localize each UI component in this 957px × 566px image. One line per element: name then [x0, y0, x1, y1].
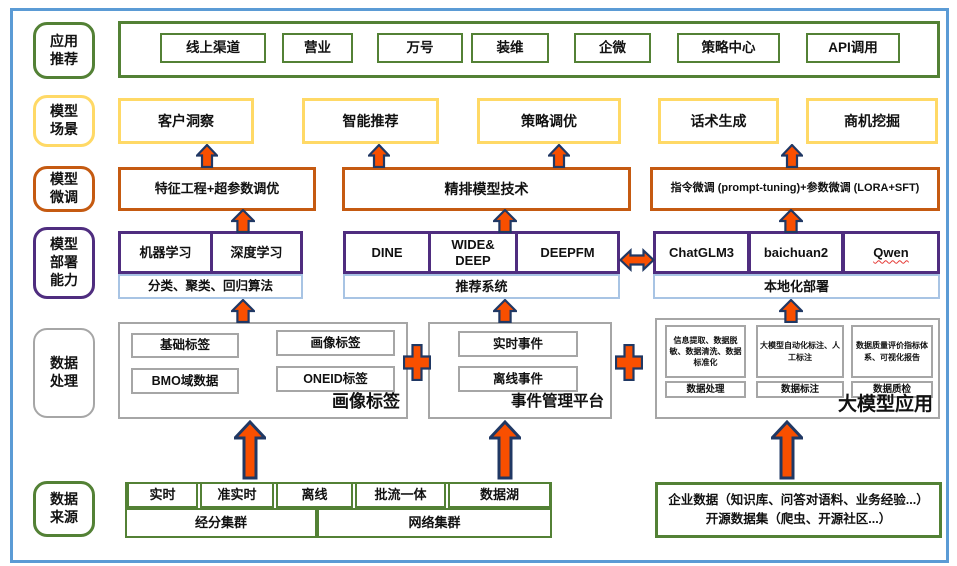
source-cluster-network: 网络集群 — [317, 508, 552, 538]
up-arrow-icon — [368, 144, 390, 168]
scene-script-generation: 话术生成 — [658, 98, 779, 144]
profile-bmo-data: BMO域数据 — [131, 368, 239, 394]
finetune-prompt-lora-sft: 指令微调 (prompt-tuning)+参数微调 (LORA+SFT) — [650, 167, 940, 211]
app-item-wanhao: 万号 — [377, 33, 463, 63]
event-platform-group — [428, 322, 612, 419]
up-arrow-icon — [489, 420, 521, 480]
up-arrow-icon — [493, 299, 517, 323]
row-label-deploy: 模型 部署 能力 — [33, 227, 95, 299]
finetune-ranking-model: 精排模型技术 — [342, 167, 631, 211]
plus-icon — [615, 344, 643, 381]
profile-tags-group — [118, 322, 408, 419]
up-arrow-icon — [781, 144, 803, 168]
scene-customer-insight: 客户洞察 — [118, 98, 254, 144]
source-mode-offline: 离线 — [276, 482, 353, 508]
llm-card-annotation-caption: 数据标注 — [756, 381, 844, 398]
deploy-deep-learning: 深度学习 — [210, 231, 303, 274]
row-label-processing: 数据 处理 — [33, 328, 95, 418]
plus-icon — [403, 344, 431, 381]
scene-smart-recommend: 智能推荐 — [302, 98, 439, 144]
source-mode-batch-stream: 批流一体 — [355, 482, 446, 508]
llm-card-processing-text: 信息提取、数据脱敏、数据清洗、数据标准化 — [665, 325, 746, 378]
profile-group-label: 画像标签 — [332, 392, 400, 411]
double-arrow-icon — [619, 247, 655, 273]
llm-card-quality-caption: 数据质检 — [851, 381, 933, 398]
deploy-machine-learning: 机器学习 — [118, 231, 213, 274]
deploy-chatglm3: ChatGLM3 — [653, 231, 750, 274]
event-group-label: 事件管理平台 — [510, 393, 604, 410]
deploy-rec-caption: 推荐系统 — [343, 274, 620, 299]
profile-oneid-tags: ONEID标签 — [276, 366, 395, 392]
scene-opportunity-mining: 商机挖掘 — [806, 98, 938, 144]
row-label-scene: 模型 场景 — [33, 95, 95, 147]
up-arrow-icon — [231, 209, 255, 233]
up-arrow-icon — [234, 420, 266, 480]
app-layer-container — [118, 21, 940, 78]
deploy-qwen: Qwen — [842, 231, 940, 274]
app-item-online-channel: 线上渠道 — [160, 33, 266, 63]
up-arrow-icon — [771, 420, 803, 480]
event-offline: 离线事件 — [458, 366, 578, 392]
up-arrow-icon — [548, 144, 570, 168]
llm-card-quality-text: 数据质量评价指标体系、可视化报告 — [851, 325, 933, 378]
up-arrow-icon — [231, 299, 255, 323]
source-mode-near-realtime: 准实时 — [200, 482, 274, 508]
diagram-frame — [10, 8, 949, 563]
source-cluster-jingfen: 经分集群 — [125, 508, 317, 538]
source-enterprise-data: 企业数据（知识库、问答对语料、业务经验...） 开源数据集（爬虫、开源社区...… — [655, 482, 942, 538]
row-label-source: 数据 来源 — [33, 481, 95, 537]
llm-card-annotation-text: 大模型自动化标注、人工标注 — [756, 325, 844, 378]
app-item-strategy-center: 策略中心 — [677, 33, 780, 63]
app-item-wecom: 企微 — [574, 33, 651, 63]
deploy-llm-caption: 本地化部署 — [653, 274, 940, 299]
deploy-dine: DINE — [343, 231, 431, 274]
up-arrow-icon — [493, 209, 517, 233]
up-arrow-icon — [196, 144, 218, 168]
deploy-ml-caption: 分类、聚类、回归算法 — [118, 274, 303, 299]
row-label-app: 应用 推荐 — [33, 22, 95, 79]
scene-strategy-tuning: 策略调优 — [477, 98, 621, 144]
deploy-deepfm: DEEPFM — [515, 231, 620, 274]
up-arrow-icon — [779, 209, 803, 233]
profile-basic-tags: 基础标签 — [131, 333, 239, 358]
llm-app-group-label: 大模型应用 — [837, 394, 933, 415]
llm-card-processing-caption: 数据处理 — [665, 381, 746, 398]
up-arrow-icon — [779, 299, 803, 323]
app-item-api-call: API调用 — [806, 33, 900, 63]
app-item-install: 装维 — [471, 33, 549, 63]
finetune-feature-engineering: 特征工程+超参数调优 — [118, 167, 316, 211]
app-item-business: 营业 — [282, 33, 353, 63]
source-mode-data-lake: 数据湖 — [448, 482, 551, 508]
event-realtime: 实时事件 — [458, 331, 578, 357]
source-mode-realtime: 实时 — [127, 482, 198, 508]
profile-portrait-tags: 画像标签 — [276, 330, 395, 356]
row-label-finetune: 模型 微调 — [33, 166, 95, 212]
deploy-baichuan2: baichuan2 — [748, 231, 844, 274]
deploy-wide-deep: WIDE& DEEP — [428, 231, 518, 274]
